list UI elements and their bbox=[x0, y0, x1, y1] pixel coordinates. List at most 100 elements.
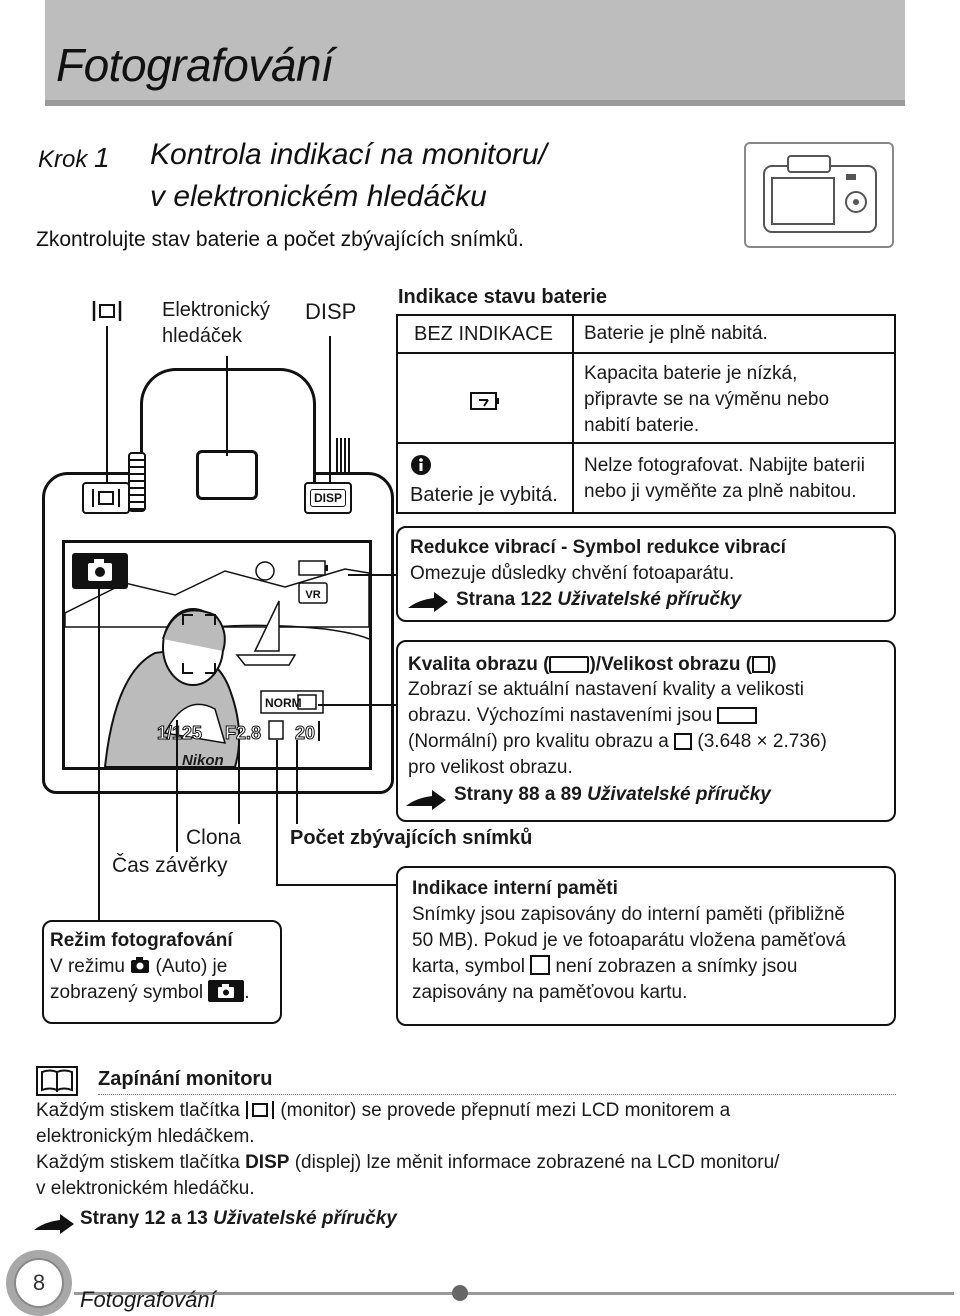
quality-title: Kvalita obrazu ()/Velikost obrazu () bbox=[408, 652, 776, 678]
monitor-button-symbol bbox=[92, 300, 122, 327]
memory-body: Indikace interní paměti Snímky jsou zapi… bbox=[412, 876, 846, 1006]
auto-mode-icon bbox=[131, 957, 150, 973]
note-reference: Strany 12 a 13 Uživatelské příručky bbox=[80, 1206, 397, 1232]
quality-reference: Strany 88 a 89 Uživatelské příručky bbox=[454, 782, 771, 808]
leader-line bbox=[318, 704, 396, 706]
step-label: Krok 1 bbox=[38, 142, 110, 174]
leader-line bbox=[238, 740, 240, 824]
table-divider bbox=[572, 316, 574, 512]
header-shadow bbox=[45, 100, 905, 106]
battery-row-low-description: Kapacita baterie je nízká, připravte se … bbox=[584, 361, 829, 439]
note-title: Zapínání monitoru bbox=[98, 1068, 273, 1090]
mode-line2: zobrazený symbol . bbox=[50, 980, 250, 1003]
table-divider bbox=[398, 442, 894, 444]
note-p2-b: (displej) lze měnit informace zobrazené … bbox=[294, 1152, 780, 1173]
page-number: 8 bbox=[32, 1270, 46, 1295]
monitor-button[interactable] bbox=[82, 482, 130, 514]
camera-brand: Nikon bbox=[182, 752, 224, 769]
mode-line1: V režimu (Auto) je bbox=[50, 954, 250, 980]
note-divider bbox=[98, 1094, 896, 1095]
quality-body: Zobrazí se aktuální nastavení kvality a … bbox=[408, 677, 827, 781]
vr-icon: VR bbox=[305, 589, 320, 601]
lcd-scene-illustration: VR NORM 1/125 F2.8 20 bbox=[64, 560, 370, 768]
leader-line bbox=[98, 588, 100, 920]
battery-low-icon bbox=[470, 390, 500, 417]
vr-reference: Strana 122 Uživatelské příručky bbox=[456, 587, 741, 613]
footer-section: Fotografování bbox=[80, 1287, 216, 1312]
quality-title-c: ) bbox=[770, 654, 777, 675]
note-p1-line1: Každým stiskem tlačítka (monitor) se pro… bbox=[36, 1098, 779, 1124]
disp-button[interactable]: DISP bbox=[304, 482, 352, 514]
quality-line3-size: (3.648 × 2.736) bbox=[697, 731, 827, 752]
leader-line bbox=[329, 336, 331, 484]
battery-empty-line2: nebo ji vyměňte za plně nabitou. bbox=[584, 481, 857, 502]
remaining-label: Počet zbývajících snímků bbox=[290, 827, 533, 849]
camera-viewfinder-hump bbox=[140, 368, 316, 488]
quality-line4: pro velikost obrazu. bbox=[408, 757, 573, 778]
quality-line1: Zobrazí se aktuální nastavení kvality a … bbox=[408, 679, 805, 700]
vr-callout bbox=[396, 526, 896, 622]
mode-body: Režim fotografování V režimu (Auto) je z… bbox=[50, 928, 250, 1006]
battery-low-line3: nabití baterie. bbox=[584, 415, 700, 436]
leader-line bbox=[276, 740, 278, 886]
aperture-label: Clona bbox=[186, 826, 241, 849]
mode-dial-icon bbox=[128, 452, 146, 512]
note-p2-line2: v elektronickém hledáčku. bbox=[36, 1178, 255, 1199]
step-subtitle: Zkontrolujte stav baterie a počet zbývaj… bbox=[36, 228, 524, 251]
quality-ref-book: Uživatelské příručky bbox=[587, 784, 771, 805]
lcd-shutter: 1/125 bbox=[157, 723, 202, 743]
viewfinder-label-line2: hledáček bbox=[162, 325, 243, 347]
footer-line bbox=[74, 1292, 954, 1295]
quality-line2-text: obrazu. Výchozími nastaveními jsou bbox=[408, 705, 713, 726]
note-p1-b: (monitor) se provede přepnutí mezi LCD m… bbox=[280, 1100, 731, 1121]
step-title: Kontrola indikací na monitoru/ v elektro… bbox=[150, 134, 670, 218]
reference-arrow-icon bbox=[34, 1214, 74, 1239]
memory-line3: karta, symbol není zobrazen a snímky jso… bbox=[412, 954, 846, 980]
lcd-aperture: F2.8 bbox=[225, 723, 261, 743]
vr-title: Redukce vibrací - Symbol redukce vibrací bbox=[410, 537, 786, 558]
norm-icon bbox=[717, 707, 758, 724]
quality-line3: (Normální) pro kvalitu obrazu a (3.648 ×… bbox=[408, 729, 827, 755]
leader-line bbox=[348, 574, 396, 576]
table-divider bbox=[398, 352, 894, 354]
footer-dot bbox=[452, 1285, 468, 1301]
battery-low-line1: Kapacita baterie je nízká, bbox=[584, 363, 798, 384]
vr-ref-book: Uživatelské příručky bbox=[557, 589, 742, 610]
quality-line2: obrazu. Výchozími nastaveními jsou bbox=[408, 703, 827, 729]
memory-line3-a: karta, symbol bbox=[412, 956, 525, 977]
step-title-line1: Kontrola indikací na monitoru/ bbox=[150, 138, 547, 171]
battery-empty-line1: Nelze fotografovat. Nabijte baterii bbox=[584, 455, 865, 476]
battery-row-full-indicator: BEZ INDIKACE bbox=[414, 323, 553, 345]
battery-row-full-description: Baterie je plně nabitá. bbox=[584, 323, 768, 344]
note-p1-line2: elektronickým hledáčkem. bbox=[36, 1126, 255, 1147]
quality-title-b: )/Velikost obrazu ( bbox=[589, 654, 753, 675]
vr-text: Omezuje důsledky chvění fotoaparátu. bbox=[410, 563, 735, 584]
image-size-icon bbox=[752, 656, 771, 673]
leader-line bbox=[106, 326, 108, 484]
note-ref-prefix: Strany 12 a 13 bbox=[80, 1208, 214, 1229]
reference-arrow-icon bbox=[408, 592, 448, 617]
battery-heading: Indikace stavu baterie bbox=[398, 286, 607, 308]
leader-line bbox=[176, 720, 178, 852]
battery-row-empty-description: Nelze fotografovat. Nabijte baterii nebo… bbox=[584, 453, 865, 505]
disp-button-label: DISP bbox=[309, 489, 346, 507]
memory-title: Indikace interní paměti bbox=[412, 878, 618, 899]
quality-callout bbox=[396, 640, 896, 822]
quality-line3-text: (Normální) pro kvalitu obrazu a bbox=[408, 731, 669, 752]
warning-icon bbox=[410, 454, 432, 481]
mode-line1-a: V režimu bbox=[50, 956, 125, 977]
note-p1-a: Každým stiskem tlačítka bbox=[36, 1100, 240, 1121]
vr-ref-prefix: Strana 122 bbox=[456, 589, 558, 610]
reference-arrow-icon bbox=[406, 790, 446, 815]
viewfinder-label: Elektronický hledáček bbox=[162, 297, 270, 349]
book-icon bbox=[36, 1066, 78, 1096]
monitor-button-icon bbox=[246, 1101, 275, 1119]
note-ref-book: Uživatelské příručky bbox=[213, 1208, 397, 1229]
norm-icon bbox=[549, 656, 590, 673]
memory-callout bbox=[396, 866, 896, 1026]
quality-ref-prefix: Strany 88 a 89 bbox=[454, 784, 588, 805]
footer-page-circle: 8 bbox=[14, 1258, 64, 1308]
note-disp: DISP bbox=[245, 1152, 290, 1173]
mode-line2-text: zobrazený symbol bbox=[50, 982, 204, 1003]
step-word: Krok bbox=[38, 146, 88, 173]
